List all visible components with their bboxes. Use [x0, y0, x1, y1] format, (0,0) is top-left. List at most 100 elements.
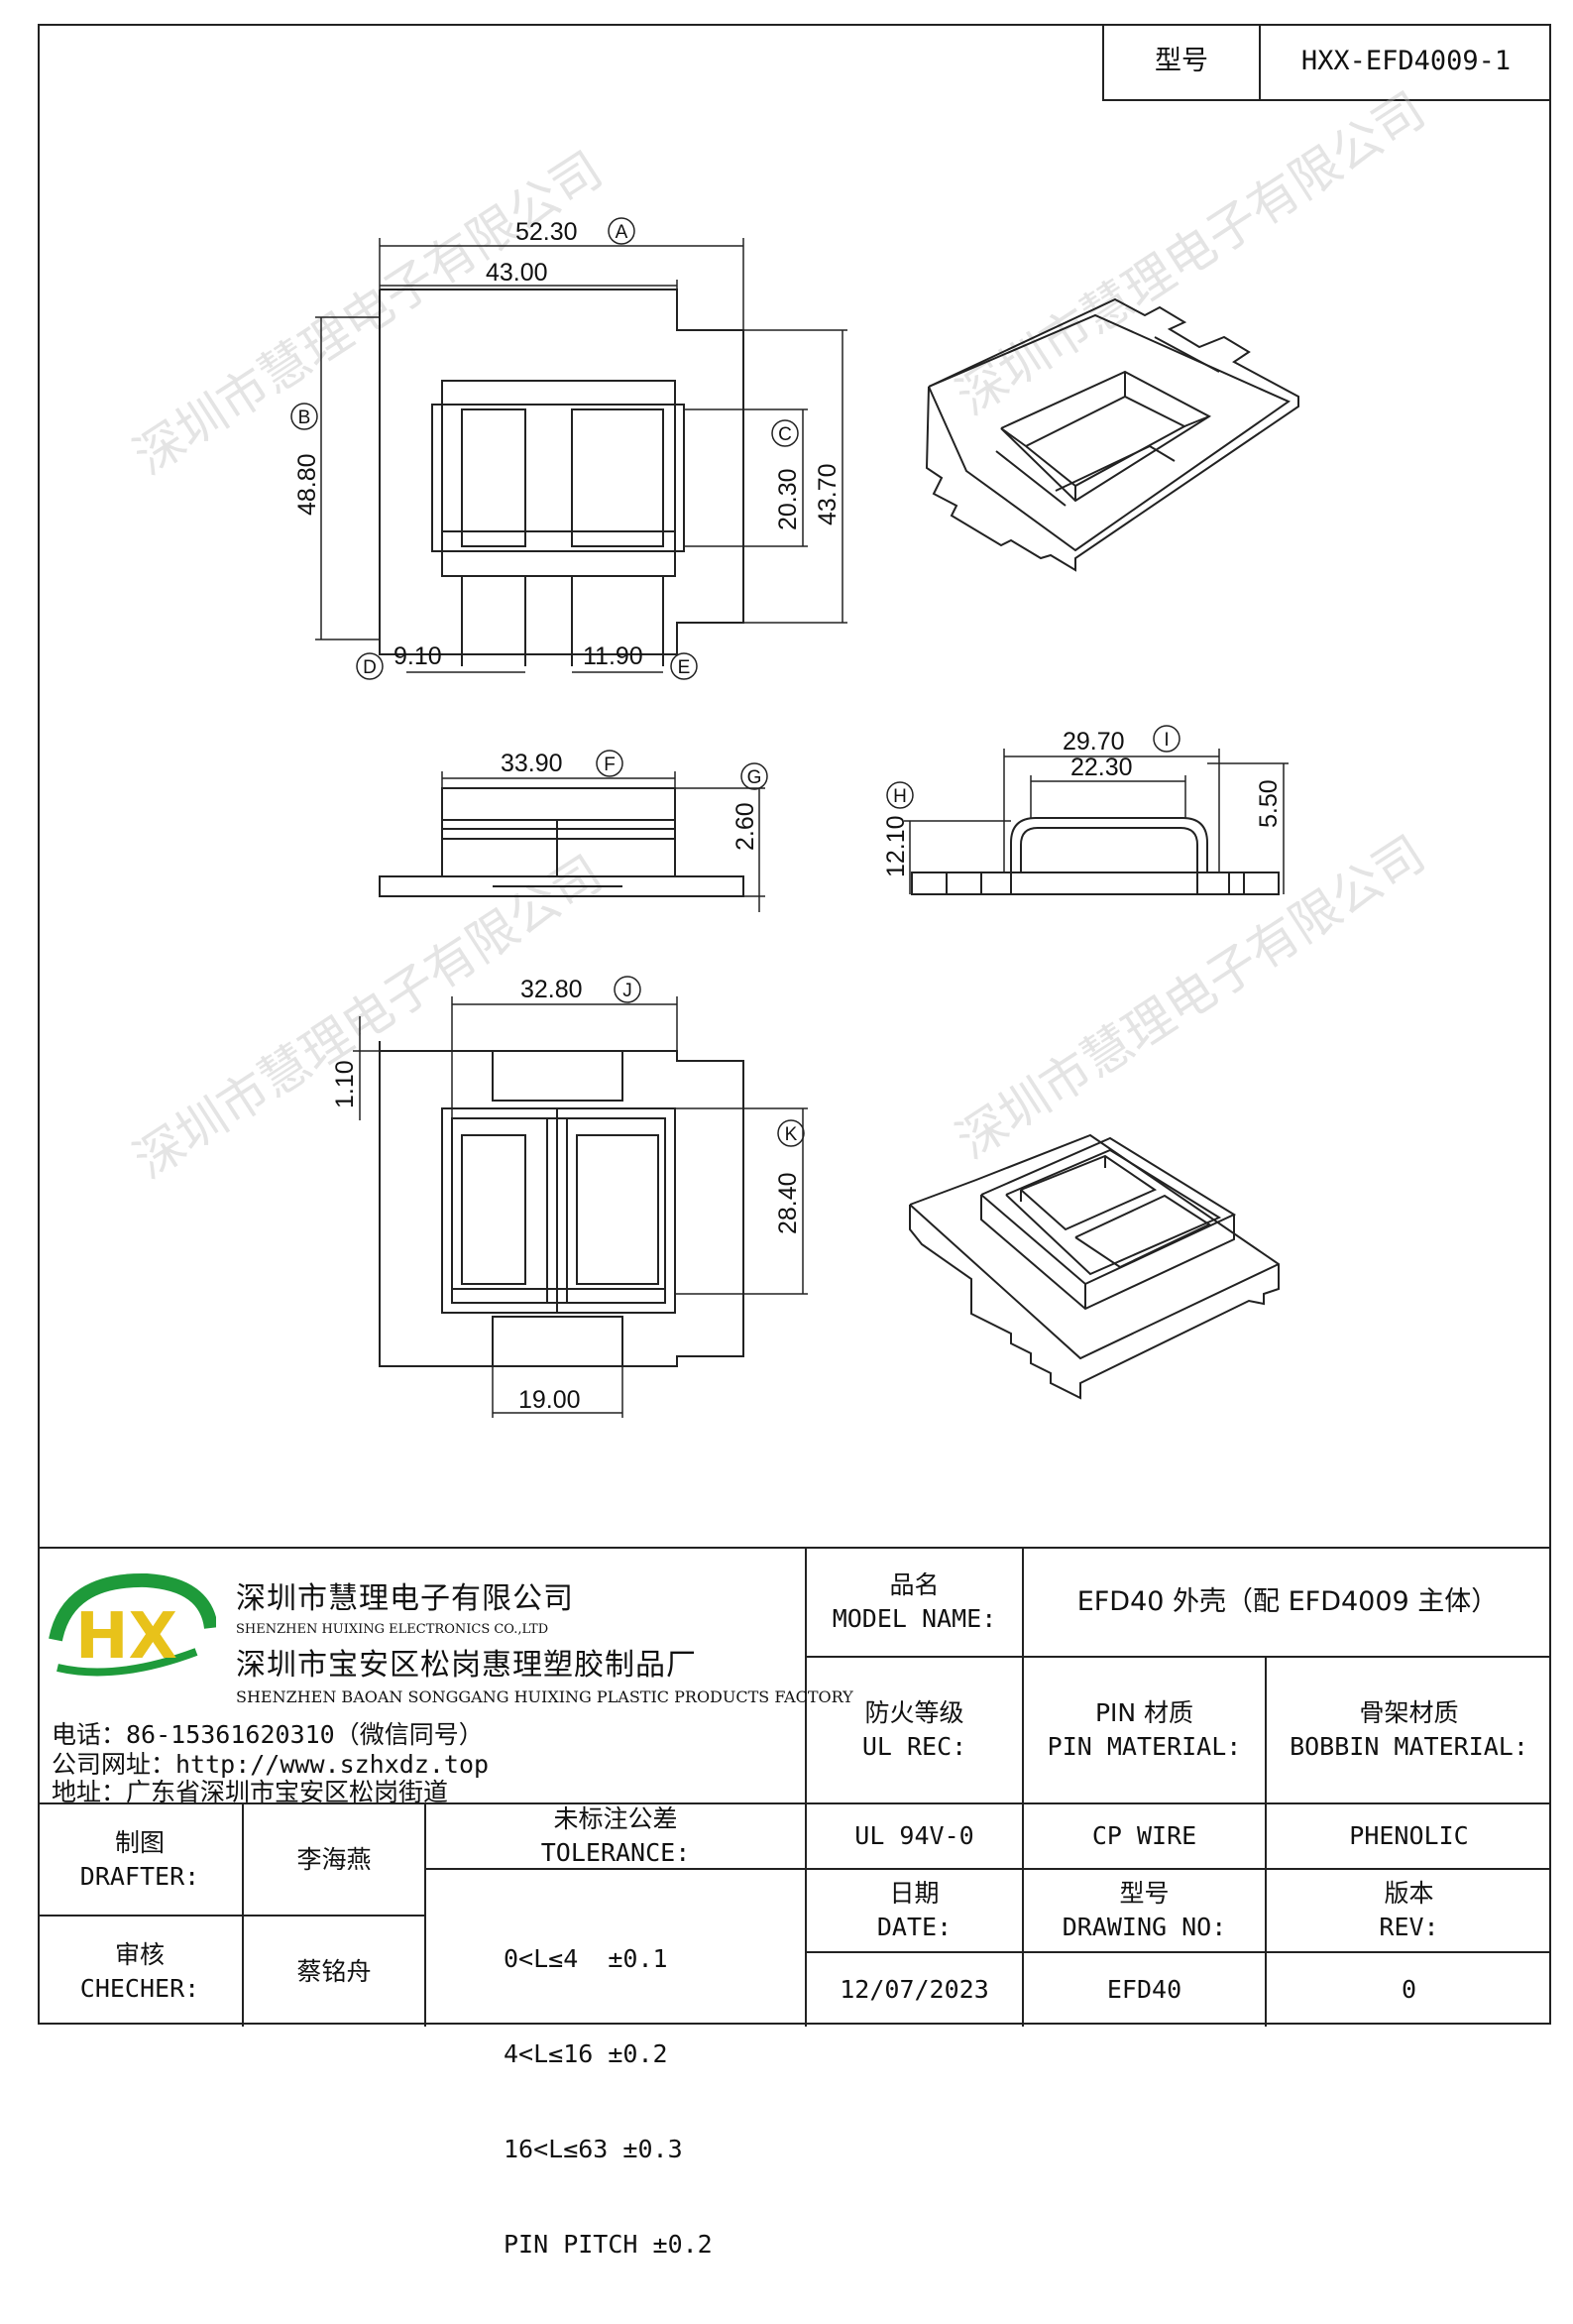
side-view-left: [380, 788, 743, 896]
isometric-view-bottom: [910, 1135, 1279, 1398]
dim-side-height-value: 5.50: [1255, 779, 1283, 828]
svg-text:E: E: [678, 657, 691, 678]
pin-material-label: PIN 材质 PIN MATERIAL:: [1024, 1658, 1265, 1802]
side-view-right-dimensions: [904, 749, 1289, 894]
bobbin-material-label-cn: 骨架材质: [1359, 1698, 1459, 1728]
model-name-label-en: MODEL NAME:: [832, 1604, 997, 1633]
company-address: 地址：广东省深圳市宝安区松岗街道: [52, 1778, 449, 1806]
company-phone: 电话：86-15361620310（微信同号）: [52, 1720, 484, 1749]
rev-label-en: REV:: [1379, 1913, 1439, 1941]
dim-i-value: 29.70: [1063, 728, 1125, 755]
dim-h-value: 12.10: [882, 815, 910, 877]
isometric-view-top: [927, 299, 1298, 570]
tolerance-line: 16<L≤63 ±0.3: [504, 2135, 683, 2163]
marker-k: K: [777, 1119, 805, 1147]
ul-rec-value: UL 94V-0: [854, 1821, 974, 1851]
side-view-right: [912, 818, 1279, 894]
dim-a-value: 52.30: [515, 218, 578, 246]
model-name-label-cn: 品名: [889, 1570, 940, 1600]
drawing-no-label-cn: 型号: [1119, 1879, 1170, 1909]
checker-label-en: CHECHER:: [79, 1973, 200, 2003]
dim-c-value: 20.30: [774, 468, 802, 530]
title-block: HX 深圳市慧理电子有限公司 SHENZHEN HUIXING ELECTRON…: [38, 1547, 1551, 2259]
header-model-label: 型号: [1104, 24, 1261, 99]
dim-overall-inner-width-value: 43.00: [486, 259, 548, 287]
tolerance-line: PIN PITCH ±0.2: [504, 2230, 713, 2259]
svg-text:J: J: [622, 981, 632, 1001]
factory-name-cn: 深圳市宝安区松岗惠理塑胶制品厂: [236, 1648, 697, 1683]
checker-label: 审核 CHECHER:: [38, 1917, 242, 2027]
tolerance-label-en: TOLERANCE:: [540, 1838, 691, 1867]
dim-g-value: 2.60: [731, 802, 759, 851]
company-website: 公司网址：http://www.szhxdz.top: [52, 1750, 490, 1779]
rev-value: 0: [1401, 1975, 1417, 2005]
ul-rec-label-cn: 防火等级: [864, 1698, 964, 1728]
model-name-label: 品名 MODEL NAME:: [807, 1549, 1022, 1656]
date-value: 12/07/2023: [840, 1975, 989, 2005]
dim-d-value: 9.10: [393, 642, 442, 670]
bobbin-material-label-en: BOBBIN MATERIAL:: [1290, 1732, 1528, 1761]
checker-label-cn: 审核: [114, 1939, 165, 1969]
header-model-box: 型号 HXX-EFD4009-1: [1102, 24, 1551, 101]
marker-i: I: [1153, 725, 1180, 753]
bobbin-material-value: PHENOLIC: [1349, 1821, 1469, 1851]
dim-k-value: 28.40: [774, 1172, 802, 1234]
title-block-grid: [38, 1549, 1551, 2027]
svg-text:I: I: [1164, 730, 1169, 751]
dimension-markers: A B C D E F G H I J K: [290, 217, 1180, 1147]
ul-rec-label-en: UL REC:: [861, 1732, 967, 1761]
checker-value: 蔡铭舟: [296, 1956, 372, 1986]
bobbin-material-label: 骨架材质 BOBBIN MATERIAL:: [1267, 1658, 1551, 1802]
watermark-text: 深圳市慧理电子有限公司: [947, 825, 1435, 1170]
company-logo: HX: [49, 1572, 216, 1677]
dim-inner-top-width-value: 22.30: [1070, 754, 1133, 781]
pin-material-value: CP WIRE: [1091, 1821, 1197, 1851]
marker-j: J: [614, 976, 641, 1003]
svg-text:G: G: [747, 767, 762, 788]
date-label-en: DATE:: [876, 1913, 953, 1941]
rev-label: 版本 REV:: [1267, 1870, 1551, 1951]
dim-overall-height-value: 43.70: [814, 463, 842, 525]
marker-f: F: [596, 750, 623, 777]
svg-text:A: A: [616, 222, 628, 243]
company-name-cn: 深圳市慧理电子有限公司: [236, 1581, 574, 1616]
company-name-en: SHENZHEN HUIXING ELECTRONICS CO.,LTD: [236, 1622, 549, 1637]
drafter-label: 制图 DRAFTER:: [38, 1804, 242, 1915]
dim-b-value: 48.80: [293, 453, 321, 516]
dim-bottom-width-value: 19.00: [518, 1386, 581, 1414]
tolerance-values: 0<L≤4 ±0.1 4<L≤16 ±0.2 16<L≤63 ±0.3 PIN …: [504, 1880, 713, 2324]
marker-d: D: [356, 652, 384, 680]
svg-text:B: B: [298, 407, 311, 428]
marker-a: A: [608, 217, 635, 245]
header-model-value: HXX-EFD4009-1: [1300, 45, 1512, 76]
pin-material-label-cn: PIN 材质: [1094, 1698, 1194, 1728]
drawing-frame: [38, 24, 1551, 2025]
dimension-labels: 52.30 43.00 48.80 20.30 43.70 9.10 11.90…: [293, 218, 1283, 1414]
rev-label-cn: 版本: [1384, 1879, 1434, 1909]
technical-drawing: 深圳市慧理电子有限公司 深圳市慧理电子有限公司 深圳市慧理电子有限公司 深圳市慧…: [124, 81, 1435, 1547]
marker-c: C: [771, 419, 799, 447]
date-label-cn: 日期: [889, 1879, 940, 1909]
svg-text:C: C: [778, 424, 792, 445]
factory-name-en: SHENZHEN BAOAN SONGGANG HUIXING PLASTIC …: [236, 1687, 853, 1706]
date-label: 日期 DATE:: [807, 1870, 1022, 1951]
top-view-dimensions: [315, 238, 847, 672]
dim-left-offset-value: 1.10: [331, 1060, 359, 1108]
dim-f-value: 33.90: [501, 750, 563, 777]
svg-text:D: D: [363, 657, 377, 678]
svg-text:H: H: [893, 786, 907, 807]
dim-e-value: 11.90: [583, 642, 643, 670]
drawing-no-label-en: DRAWING NO:: [1062, 1913, 1227, 1941]
watermark-text: 深圳市慧理电子有限公司: [947, 81, 1435, 426]
svg-text:K: K: [785, 1124, 798, 1145]
drawing-no-value: EFD40: [1106, 1975, 1182, 2005]
drafter-value: 李海燕: [296, 1844, 372, 1874]
marker-g: G: [740, 762, 768, 790]
bottom-view-dimensions: [353, 996, 808, 1418]
pin-material-label-en: PIN MATERIAL:: [1047, 1732, 1242, 1761]
top-view: [380, 290, 743, 666]
svg-text:HX: HX: [75, 1600, 177, 1674]
marker-b: B: [290, 403, 318, 430]
watermark-text: 深圳市慧理电子有限公司: [124, 141, 613, 486]
svg-text:F: F: [604, 755, 616, 775]
